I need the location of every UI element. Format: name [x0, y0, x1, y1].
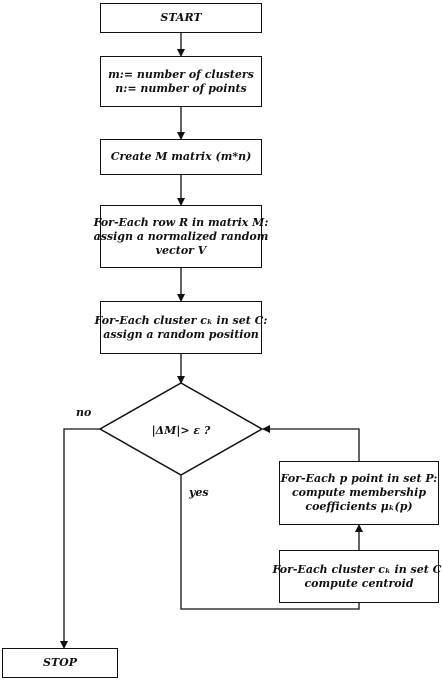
init-box: m:= number of clusters n:= number of poi…	[100, 56, 262, 107]
membership-line-2: compute membership	[291, 486, 427, 499]
membership-line-3: coefficients μₖ(p)	[305, 500, 413, 513]
create-matrix-label: Create M matrix (m*n)	[110, 150, 252, 163]
arrow-membership-to-decision	[262, 425, 360, 461]
stop-label: STOP	[43, 656, 77, 669]
start-label: START	[160, 11, 202, 24]
create-matrix-box: Create M matrix (m*n)	[100, 139, 262, 175]
stop-box: STOP	[2, 648, 118, 678]
assign-position-box: For-Each cluster cₖ in set C: assign a r…	[95, 301, 267, 354]
centroid-line-2: compute centroid	[304, 576, 414, 590]
arrow-no-to-stop	[60, 428, 100, 649]
decision-diamond	[98, 382, 264, 476]
label-yes: yes	[189, 486, 209, 499]
assign-position-line-1: For-Each cluster cₖ in set C:	[94, 313, 268, 327]
assign-vector-box: For-Each row R in matrix M: assign a nor…	[94, 205, 268, 268]
decision-label: |ΔM|> ε ?	[151, 423, 211, 437]
membership-line-1: For-Each p point in set P:	[280, 472, 438, 485]
assign-position-line-2: assign a random position	[103, 327, 259, 341]
label-no: no	[76, 406, 92, 419]
centroid-line-1: For-Each cluster cₖ in set C:	[272, 562, 442, 576]
start-box: START	[100, 3, 262, 33]
centroid-box: For-Each cluster cₖ in set C: compute ce…	[273, 550, 442, 603]
assign-vector-line-3: vector V	[155, 243, 207, 257]
assign-vector-line-2: assign a normalized random	[93, 229, 269, 243]
init-line-2: n:= number of points	[115, 81, 247, 95]
assign-vector-line-1: For-Each row R in matrix M:	[93, 215, 269, 229]
init-line-1: m:= number of clusters	[108, 67, 254, 81]
membership-box: For-Each p point in set P: compute membe…	[279, 461, 439, 525]
